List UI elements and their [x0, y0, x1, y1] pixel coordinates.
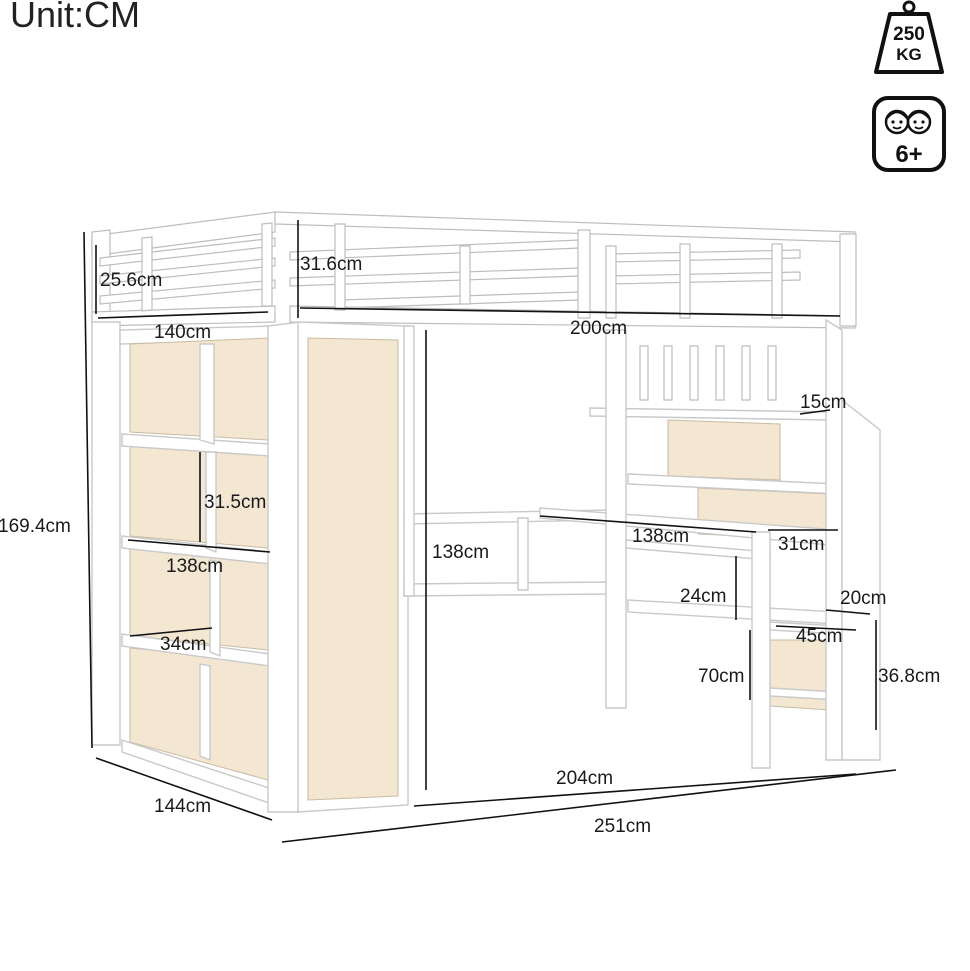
shelf-width-label: 138cm	[166, 556, 223, 577]
total-height-label: 169.4cm	[0, 516, 71, 537]
desk-length-label: 138cm	[632, 526, 689, 547]
under-bed-frame	[403, 325, 611, 597]
under-bed-height-label: 138cm	[432, 542, 489, 563]
stair-width-label: 45cm	[796, 626, 842, 647]
shelf-depth-label: 34cm	[160, 634, 206, 655]
stair-step-depth-label: 20cm	[840, 588, 886, 609]
desk-shelf-gap-label: 24cm	[680, 586, 726, 607]
top-depth-label: 140cm	[154, 322, 211, 343]
side-panel	[297, 321, 409, 813]
left-guard-rail	[91, 211, 276, 327]
overall-length-label: 251cm	[594, 816, 651, 837]
stair-step-height-label: 36.8cm	[878, 666, 940, 687]
kids-faces-icon: 6+	[872, 96, 946, 172]
desk-depth-label: 31cm	[778, 534, 824, 555]
weight-icon: 250 KG	[874, 0, 944, 74]
dimension-lines	[83, 220, 897, 843]
front-guard-rail	[274, 211, 857, 329]
shelf-height-label: 31.5cm	[204, 492, 266, 513]
guard-left-height-label: 25.6cm	[100, 270, 162, 291]
bottom-depth-label: 144cm	[154, 796, 211, 817]
age-value: 6+	[895, 141, 922, 168]
upper-shelf-depth-label: 15cm	[800, 392, 846, 413]
desk-and-stairs	[539, 318, 881, 769]
weight-unit: KG	[896, 45, 922, 64]
bookshelf-unit	[91, 321, 301, 813]
inner-length-label: 204cm	[556, 768, 613, 789]
weight-value: 250	[893, 24, 925, 45]
unit-title: Unit:CM	[10, 0, 141, 35]
desk-height-label: 70cm	[698, 666, 744, 687]
top-length-label: 200cm	[570, 318, 627, 339]
guard-right-height-label: 31.6cm	[300, 254, 362, 275]
